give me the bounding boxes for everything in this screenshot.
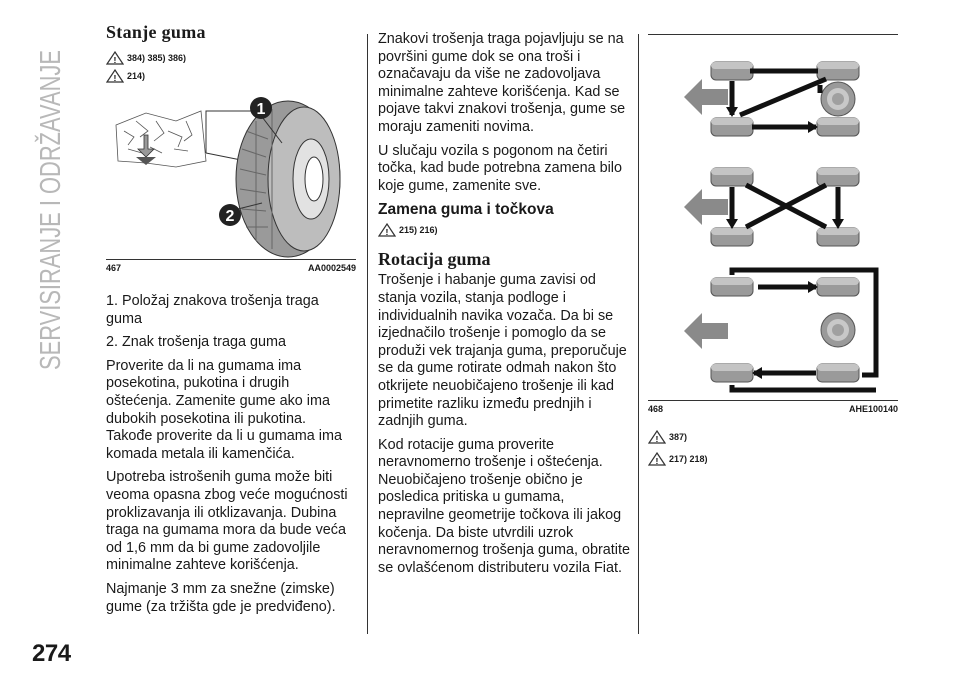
- heading-tire-condition: Stanje guma: [106, 22, 206, 42]
- body-paragraph: U slučaju vozila s pogonom na četiri toč…: [378, 142, 623, 194]
- callout-2: 2: [226, 208, 235, 225]
- warning-ref-text: 387): [669, 432, 688, 442]
- heading-tire-rotation: Rotacija guma: [378, 249, 491, 270]
- body-paragraph: Trošenje i habanje guma zavisi od stanja…: [378, 272, 627, 430]
- body-paragraph: Proverite da li na gumama ima posekotina…: [106, 357, 342, 462]
- section-title-text: SERVISIRANJE I ODRŽAVANJE: [34, 50, 67, 370]
- warning-ref-text: 384) 385) 386): [127, 53, 187, 63]
- warning-ref-text: 217) 218): [669, 454, 708, 464]
- section-title-vertical: SERVISIRANJE I ODRŽAVANJE: [14, 30, 74, 370]
- warning-icon: !: [648, 452, 666, 466]
- figure-code: AA0002549: [307, 263, 356, 273]
- figure-caption: 468 AHE100140: [648, 400, 898, 414]
- column-divider: [367, 34, 368, 634]
- tire-tread-figure: 1 2: [106, 91, 356, 259]
- warning-ref: ! 387): [648, 428, 898, 446]
- body-paragraph: Upotreba istrošenih guma može biti veoma…: [106, 469, 348, 574]
- svg-text:!: !: [114, 56, 117, 65]
- body-paragraph: Znakovi trošenja traga pojavljuju se na …: [378, 31, 626, 135]
- warning-icon: !: [648, 430, 666, 444]
- warning-ref: ! 384) 385) 386): [106, 49, 356, 67]
- warning-ref: ! 217) 218): [648, 450, 898, 468]
- callout-1: 1: [257, 101, 266, 118]
- left-column: Stanje guma ! 384) 385) 386) ! 214): [106, 22, 356, 622]
- list-item: 1. Položaj znakova trošenja traga guma: [106, 293, 319, 327]
- body-paragraph: Kod rotacije guma proverite neravnomerno…: [378, 436, 630, 576]
- svg-text:!: !: [114, 74, 117, 83]
- page-number: 274: [32, 640, 71, 667]
- figure-caption: 467 AA0002549: [106, 259, 356, 273]
- tire-illustration: 1 2: [115, 97, 341, 258]
- warning-ref: ! 215) 216): [378, 221, 630, 239]
- right-column: 468 AHE100140 ! 387) ! 217) 218): [648, 34, 898, 468]
- list-item: 2. Znak trošenja traga guma: [106, 334, 286, 351]
- warning-ref-text: 214): [127, 71, 146, 81]
- middle-column: Znakovi trošenja traga pojavljuju se na …: [378, 31, 630, 583]
- figure-code: AHE100140: [848, 404, 898, 414]
- tire-rotation-diagram: [684, 61, 879, 393]
- body-paragraph: Najmanje 3 mm za snežne (zimske) gume (z…: [106, 580, 336, 615]
- warning-ref-text: 215) 216): [399, 225, 438, 236]
- warning-ref: ! 214): [106, 67, 356, 85]
- warning-icon: !: [106, 69, 124, 83]
- svg-text:!: !: [656, 435, 659, 444]
- column-divider: [638, 34, 639, 634]
- figure-number: 467: [106, 263, 122, 273]
- svg-text:!: !: [386, 228, 389, 237]
- warning-icon: !: [378, 223, 396, 237]
- heading-tire-replacement: Zamena guma i točkova: [378, 201, 554, 219]
- svg-text:!: !: [656, 457, 659, 466]
- figure-number: 468: [648, 404, 664, 414]
- warning-icon: !: [106, 51, 124, 65]
